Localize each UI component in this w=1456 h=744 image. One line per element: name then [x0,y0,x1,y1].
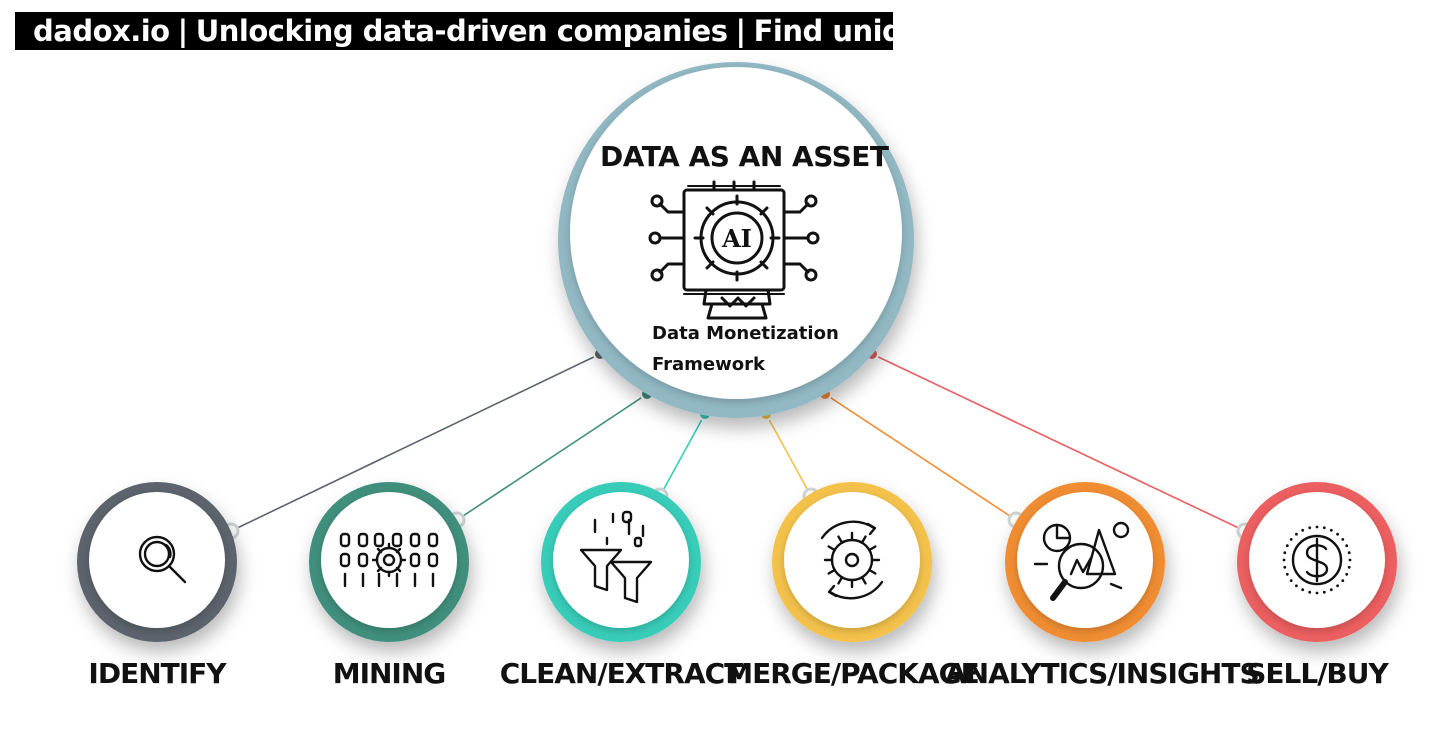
step-label: MINING [332,657,447,690]
step-label: SELL/BUY [1246,657,1389,690]
subtitle-line: Data Monetization [652,323,839,344]
step-inner [553,492,689,628]
center-node [558,62,914,418]
step-node [77,482,237,642]
step-label: MERGE/PACKAGE [725,657,980,690]
site-name[interactable]: dadox.io [33,14,170,48]
chip-text: AI [721,224,752,253]
connector-line [230,353,601,532]
connector-line [456,393,648,521]
step-nodes [77,482,1397,642]
connector-line [765,413,812,497]
step-inner [321,492,457,628]
binary-gear-icon [339,532,439,588]
step-node [1237,482,1397,642]
header-separator: | [177,14,189,48]
funnel-filter-icon [579,510,653,604]
analytics-magnifier-icon [1033,521,1130,601]
magnifier-icon [138,535,187,584]
header-banner: dadox.io | Unlocking data-driven compani… [15,12,1090,50]
step-inner [1017,492,1153,628]
subtitle-line: Framework [652,354,765,375]
header-separator: | [735,14,746,48]
step-node [772,482,932,642]
ai-chip-icon [648,180,820,320]
gear-cycle-icon [820,520,884,600]
dollar-coin-icon [1282,525,1352,595]
connector-line [824,393,1017,521]
step-label: ANALYTICS/INSIGHTS [945,657,1260,690]
step-node [1005,482,1165,642]
step-inner [784,492,920,628]
step-node [541,482,701,642]
main-subtitle: Data Monetization Framework [652,318,852,380]
connector-line [871,353,1246,532]
connector-line [659,413,706,497]
main-title: DATA AS AN ASSET [600,140,889,173]
header-cta[interactable]: Find unique datasets [753,14,1090,48]
step-node [309,482,469,642]
step-label: IDENTIFY [88,657,226,690]
header-tagline: Unlocking data-driven companies [195,14,728,48]
step-label: CLEAN/EXTRACT [499,657,744,690]
step-inner [89,492,225,628]
